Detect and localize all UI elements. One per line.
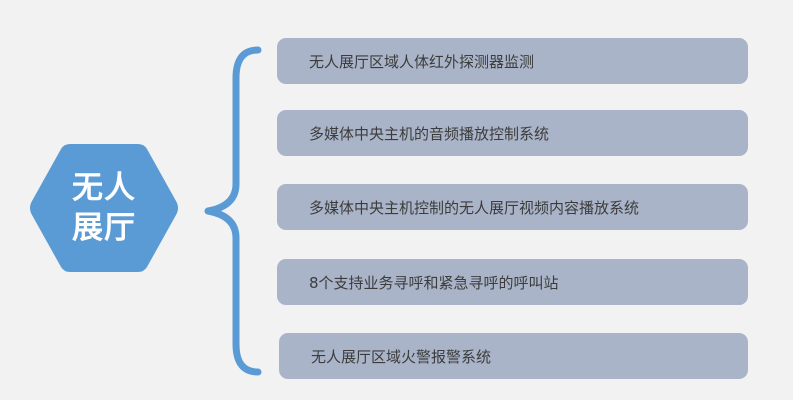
- list-item: 无人展厅区域火警报警系统: [279, 333, 748, 379]
- item-label: 8个支持业务寻呼和紧急寻呼的呼叫站: [309, 273, 559, 292]
- list-item: 多媒体中央主机的音频播放控制系统: [277, 110, 748, 156]
- center-label-line2: 展厅: [72, 210, 136, 246]
- item-label: 无人展厅区域人体红外探测器监测: [309, 52, 535, 71]
- list-item: 多媒体中央主机控制的无人展厅视频内容播放系统: [277, 184, 748, 230]
- hexagon-shape: [30, 144, 178, 272]
- curly-brace: [204, 46, 262, 376]
- item-label: 多媒体中央主机控制的无人展厅视频内容播放系统: [309, 198, 640, 217]
- center-node: 无人 展厅: [26, 138, 182, 278]
- item-label: 无人展厅区域火警报警系统: [311, 347, 492, 366]
- hexagon-fill: [30, 144, 178, 272]
- item-label: 多媒体中央主机的音频播放控制系统: [309, 124, 550, 143]
- list-item: 无人展厅区域人体红外探测器监测: [277, 38, 748, 84]
- list-item: 8个支持业务寻呼和紧急寻呼的呼叫站: [277, 259, 748, 305]
- center-label: 无人 展厅: [26, 138, 182, 278]
- center-label-line1: 无人: [72, 170, 136, 206]
